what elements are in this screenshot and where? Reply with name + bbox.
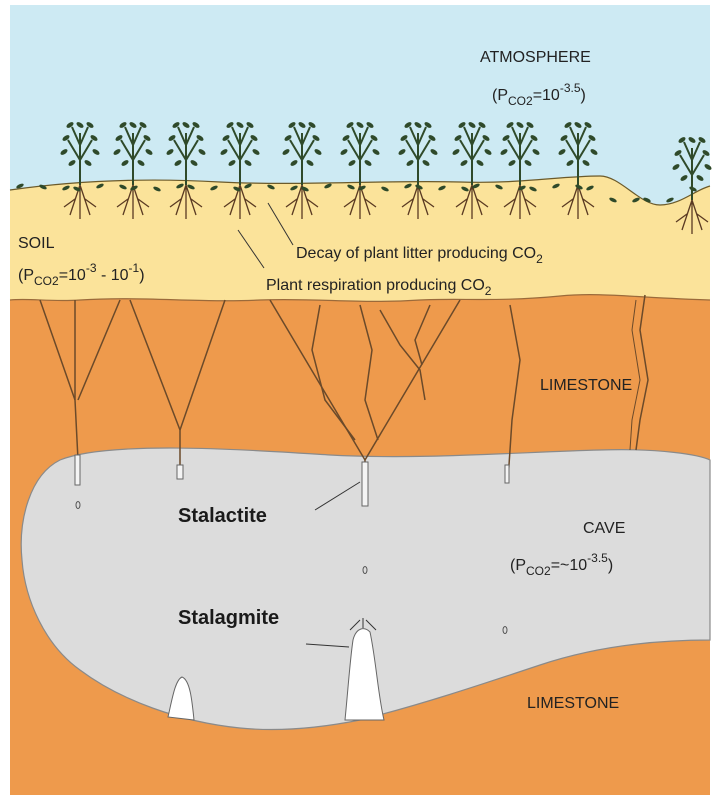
- limestone-lower-label: LIMESTONE: [527, 695, 619, 712]
- soil-label: SOIL: [18, 235, 55, 252]
- stalagmite-label: Stalagmite: [178, 607, 279, 629]
- atmosphere-label: ATMOSPHERE: [480, 49, 591, 66]
- cave-label: CAVE: [583, 520, 625, 537]
- stalactite-label: Stalactite: [178, 505, 267, 527]
- limestone-upper-label: LIMESTONE: [540, 377, 632, 394]
